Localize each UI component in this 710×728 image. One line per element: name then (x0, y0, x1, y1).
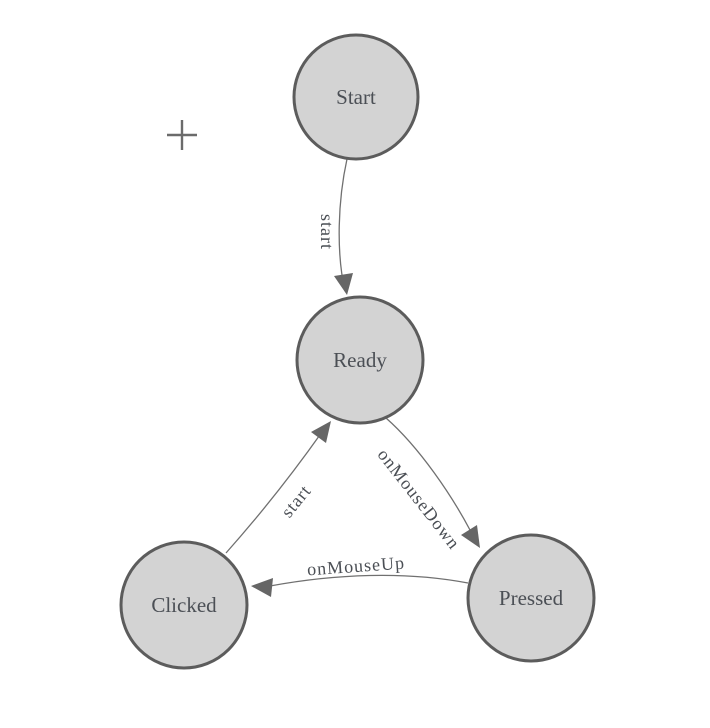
state-node-start-circle[interactable] (292, 33, 420, 161)
edge-start-to-ready: start (317, 158, 353, 295)
state-node-pressed-label: Pressed (499, 586, 564, 610)
state-node-ready[interactable]: Ready (295, 295, 425, 425)
state-node-clicked-label: Clicked (151, 593, 217, 617)
edge-ready-to-pressed-line[interactable] (385, 417, 471, 531)
edge-clicked-to-ready: start (225, 421, 331, 554)
arrowhead-icon (334, 273, 353, 295)
edge-pressed-to-clicked-line[interactable] (269, 574, 469, 587)
arrowhead-icon (311, 421, 331, 443)
state-node-start-label: Start (336, 85, 376, 109)
state-node-clicked[interactable]: Clicked (119, 540, 249, 670)
arrowhead-icon (461, 525, 480, 548)
edge-pressed-to-clicked: onMouseUp (251, 553, 469, 597)
state-node-ready-label: Ready (333, 348, 387, 372)
arrowhead-icon (251, 578, 273, 597)
state-node-start[interactable]: Start (292, 33, 420, 161)
edge-clicked-to-ready-line[interactable] (225, 431, 323, 554)
state-node-pressed[interactable]: Pressed (466, 533, 596, 663)
crosshair-icon (167, 120, 197, 150)
edge-label-start: start (317, 214, 337, 250)
edge-label-start-2: start (277, 481, 315, 522)
edge-label-onmousedown: onMouseDown (374, 445, 465, 553)
edge-start-to-ready-line[interactable] (338, 158, 348, 292)
state-node-pressed-circle[interactable] (466, 533, 596, 663)
edge-ready-to-pressed: onMouseDown (374, 417, 480, 553)
state-node-ready-circle[interactable] (295, 295, 425, 425)
state-node-clicked-circle[interactable] (119, 540, 249, 670)
